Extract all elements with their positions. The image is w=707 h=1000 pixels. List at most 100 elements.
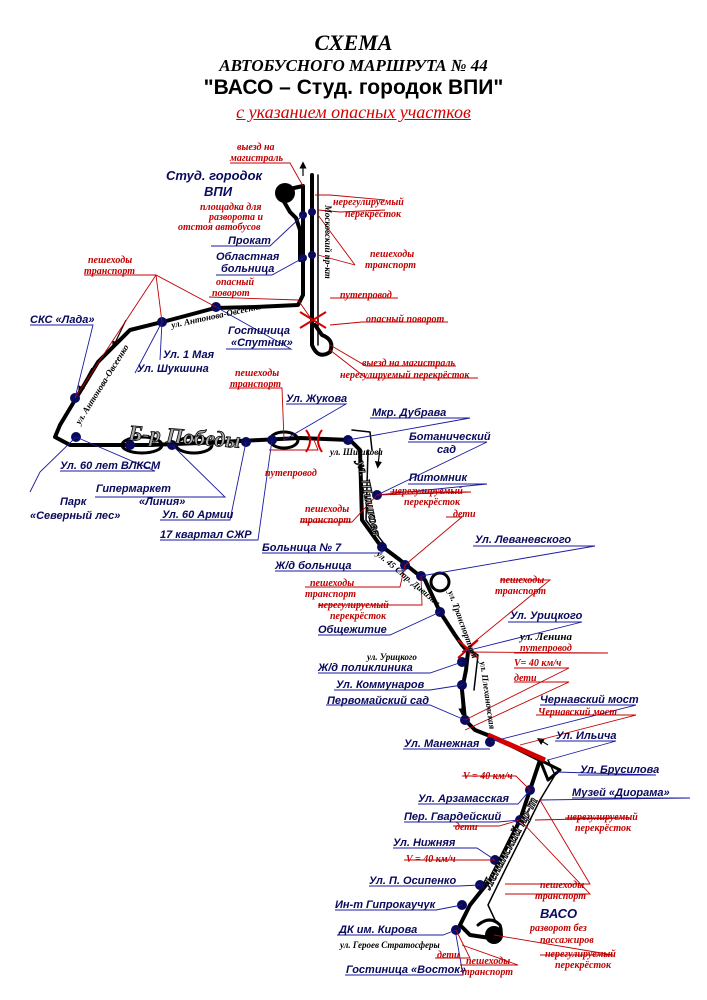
hazard-puteprovod-1: путепровод	[340, 290, 392, 301]
hazard-puteprovod-2: путепровод	[265, 468, 317, 479]
hazard-nereg-o1: нерегулируемый	[318, 600, 389, 611]
chernavsky-bridge	[486, 732, 547, 763]
stop-lada: СКС «Лада»	[30, 314, 95, 326]
hazard-deti-3: дети	[455, 822, 478, 833]
stop-bolnica-7: Больница № 7	[262, 542, 342, 554]
terminal-south-note2: пассажиров	[540, 935, 594, 946]
stop-chernavsky-most: Чернавский мост	[540, 694, 639, 706]
map-subtitle: АВТОБУСНОГО МАРШРУТА № 44	[219, 56, 488, 75]
terminal-north-line1: Студ. городок	[166, 168, 264, 183]
map-title: СХЕМА	[314, 30, 393, 55]
stop-dk-kirova: ДК им. Кирова	[338, 924, 417, 936]
hazard-ped-s1: пешеходы	[305, 504, 349, 515]
hazard-nereg-d1: нерегулируемый	[567, 812, 638, 823]
terminal-north-note1: площадка для	[200, 202, 262, 213]
stop-arzamasskaya: Ул. Арзамасская	[418, 793, 510, 805]
stop-park-1: Парк	[60, 496, 88, 508]
hazard-deti-2: дети	[514, 673, 537, 684]
hazard-ped-n2: транспорт	[365, 260, 416, 271]
hazard-ped-k2: транспорт	[462, 967, 513, 978]
hazard-ped-u2: транспорт	[495, 586, 546, 597]
stop-zhd-bolnica: Ж/д больница	[274, 560, 351, 572]
hazard-vyezd-2: магистраль	[229, 153, 283, 164]
hazard-ped-o2: транспорт	[305, 589, 356, 600]
stop-pitomnik: Питомник	[409, 472, 468, 484]
stop-gipermarket-2: «Линия»	[139, 496, 185, 508]
hazard-nereg-s2: перекрёсток	[404, 497, 461, 508]
street-leninsky: Ленинский пр-т	[480, 795, 542, 893]
terminal-north-icon	[275, 183, 295, 203]
hazard-ped-l2: транспорт	[84, 266, 135, 277]
stop-osipenko: Ул. П. Осипенко	[369, 875, 456, 887]
hazard-puteprovod-3: путепровод	[520, 643, 572, 654]
hazard-nereg-n2: перекрёсток	[345, 209, 402, 220]
stop-obl-line2: больница	[221, 263, 274, 275]
hazard-nereg-d2: перекрёсток	[575, 823, 632, 834]
stop-zhd-poliklinika: Ж/д поликлиника	[317, 662, 413, 674]
hazard-ped-o1: пешеходы	[310, 578, 354, 589]
stop-gost-sputnik-2: «Спутник»	[231, 337, 293, 349]
map-caption: с указанием опасных участков	[236, 102, 471, 122]
stop-dubrava: Мкр. Дубрава	[372, 407, 446, 419]
overpass-marks	[299, 311, 479, 659]
hazard-ped-s2: транспорт	[300, 515, 351, 526]
hazard-chernavsky-most: Чернавский мост	[538, 707, 617, 718]
stop-park-2: «Северный лес»	[30, 510, 120, 522]
hazard-ped-k1: пешеходы	[466, 956, 510, 967]
street-moskovsky: Московский пр-кт	[323, 204, 333, 279]
street-transportnaya: ул. Транспортная	[446, 588, 480, 660]
street-plehanovskaya: ул. Плехановская	[478, 660, 498, 730]
stop-zhukova: Ул. Жукова	[286, 393, 347, 405]
hazard-nereg-o2: перекрёсток	[330, 611, 387, 622]
stop-pervomaisky: Первомайский сад	[327, 695, 429, 707]
street-uritskogo: ул. Урицкого	[366, 652, 417, 662]
hazard-deti-1: дети	[453, 509, 476, 520]
stop-60-vlksm: Ул. 60 лет ВЛКСМ	[60, 460, 161, 472]
stop-levanevskogo: Ул. Леваневского	[475, 534, 571, 546]
stop-botsad-2: сад	[437, 444, 456, 456]
hazard-nereg-full: нерегулируемый перекрёсток	[340, 370, 470, 381]
stop-diorama: Музей «Диорама»	[572, 787, 670, 799]
street-lenina: ул. Ленина	[518, 631, 572, 643]
stop-manezhnaya: Ул. Манежная	[404, 738, 480, 750]
stop-gipermarket-1: Гипермаркет	[96, 483, 171, 495]
terminal-south-note1: разворот без	[529, 923, 587, 934]
hazard-vyezd-mag: выезд на магистраль	[362, 358, 455, 369]
hazard-nereg-s1: нерегулируемый	[392, 486, 463, 497]
terminal-north-note3: отстоя автобусов	[178, 222, 261, 233]
stop-giprokauchuk: Ин-т Гипрокаучук	[335, 899, 437, 911]
street-antonova-2: ул. Антонова-Овсеенко	[73, 342, 131, 427]
stop-17-kvartal: 17 квартал СЖР	[160, 529, 252, 541]
hazard-vyezd-1: выезд на	[237, 142, 275, 153]
terminal-north-line2: ВПИ	[204, 184, 233, 199]
hazard-ped-z2: транспорт	[230, 379, 281, 390]
stop-botsad-1: Ботанический	[409, 431, 491, 443]
hazard-speed-1: V= 40 км/ч	[514, 658, 561, 669]
street-pobedy: Б-р Победы	[127, 420, 242, 453]
hazard-leaders	[74, 162, 637, 966]
street-shishkova-label: ул. Шишкова	[329, 447, 383, 457]
hazard-op-2: поворот	[212, 288, 250, 299]
hazard-op-1: опасный	[216, 277, 254, 288]
stop-gvardeisky: Пер. Гвардейский	[404, 811, 501, 823]
stop-shukshina: Ул. Шукшина	[137, 363, 209, 375]
hazard-ped-n1: пешеходы	[370, 249, 414, 260]
hazard-ped-u1: пешеходы	[500, 575, 544, 586]
hazard-nereg-n1: нерегулируемый	[333, 197, 404, 208]
terminal-north-note2: разворота и	[208, 212, 264, 223]
stop-brusilova: Ул. Брусилова	[580, 764, 659, 776]
route-name: "ВАСО – Студ. городок ВПИ"	[203, 76, 504, 99]
hazard-nereg-v2: перекрёсток	[555, 960, 612, 971]
stop-uritskogo: Ул. Урицкого	[510, 610, 583, 622]
stop-60-armii: Ул. 60 Армии	[162, 509, 234, 521]
stop-kommunarov: Ул. Коммунаров	[336, 679, 425, 691]
hazard-ped-l1: пешеходы	[88, 255, 132, 266]
street-geroev-stratosfery: ул. Героев Стратосферы	[339, 940, 440, 950]
stop-gost-vostok: Гостиница «Восток»	[346, 964, 466, 976]
hazard-nereg-v1: нерегулируемый	[545, 949, 616, 960]
stop-ilicha: Ул. Ильича	[556, 730, 617, 742]
stop-obshchezhitie: Общежитие	[318, 624, 387, 636]
hazard-deti-4: дети	[437, 950, 460, 961]
route-line	[53, 173, 562, 940]
